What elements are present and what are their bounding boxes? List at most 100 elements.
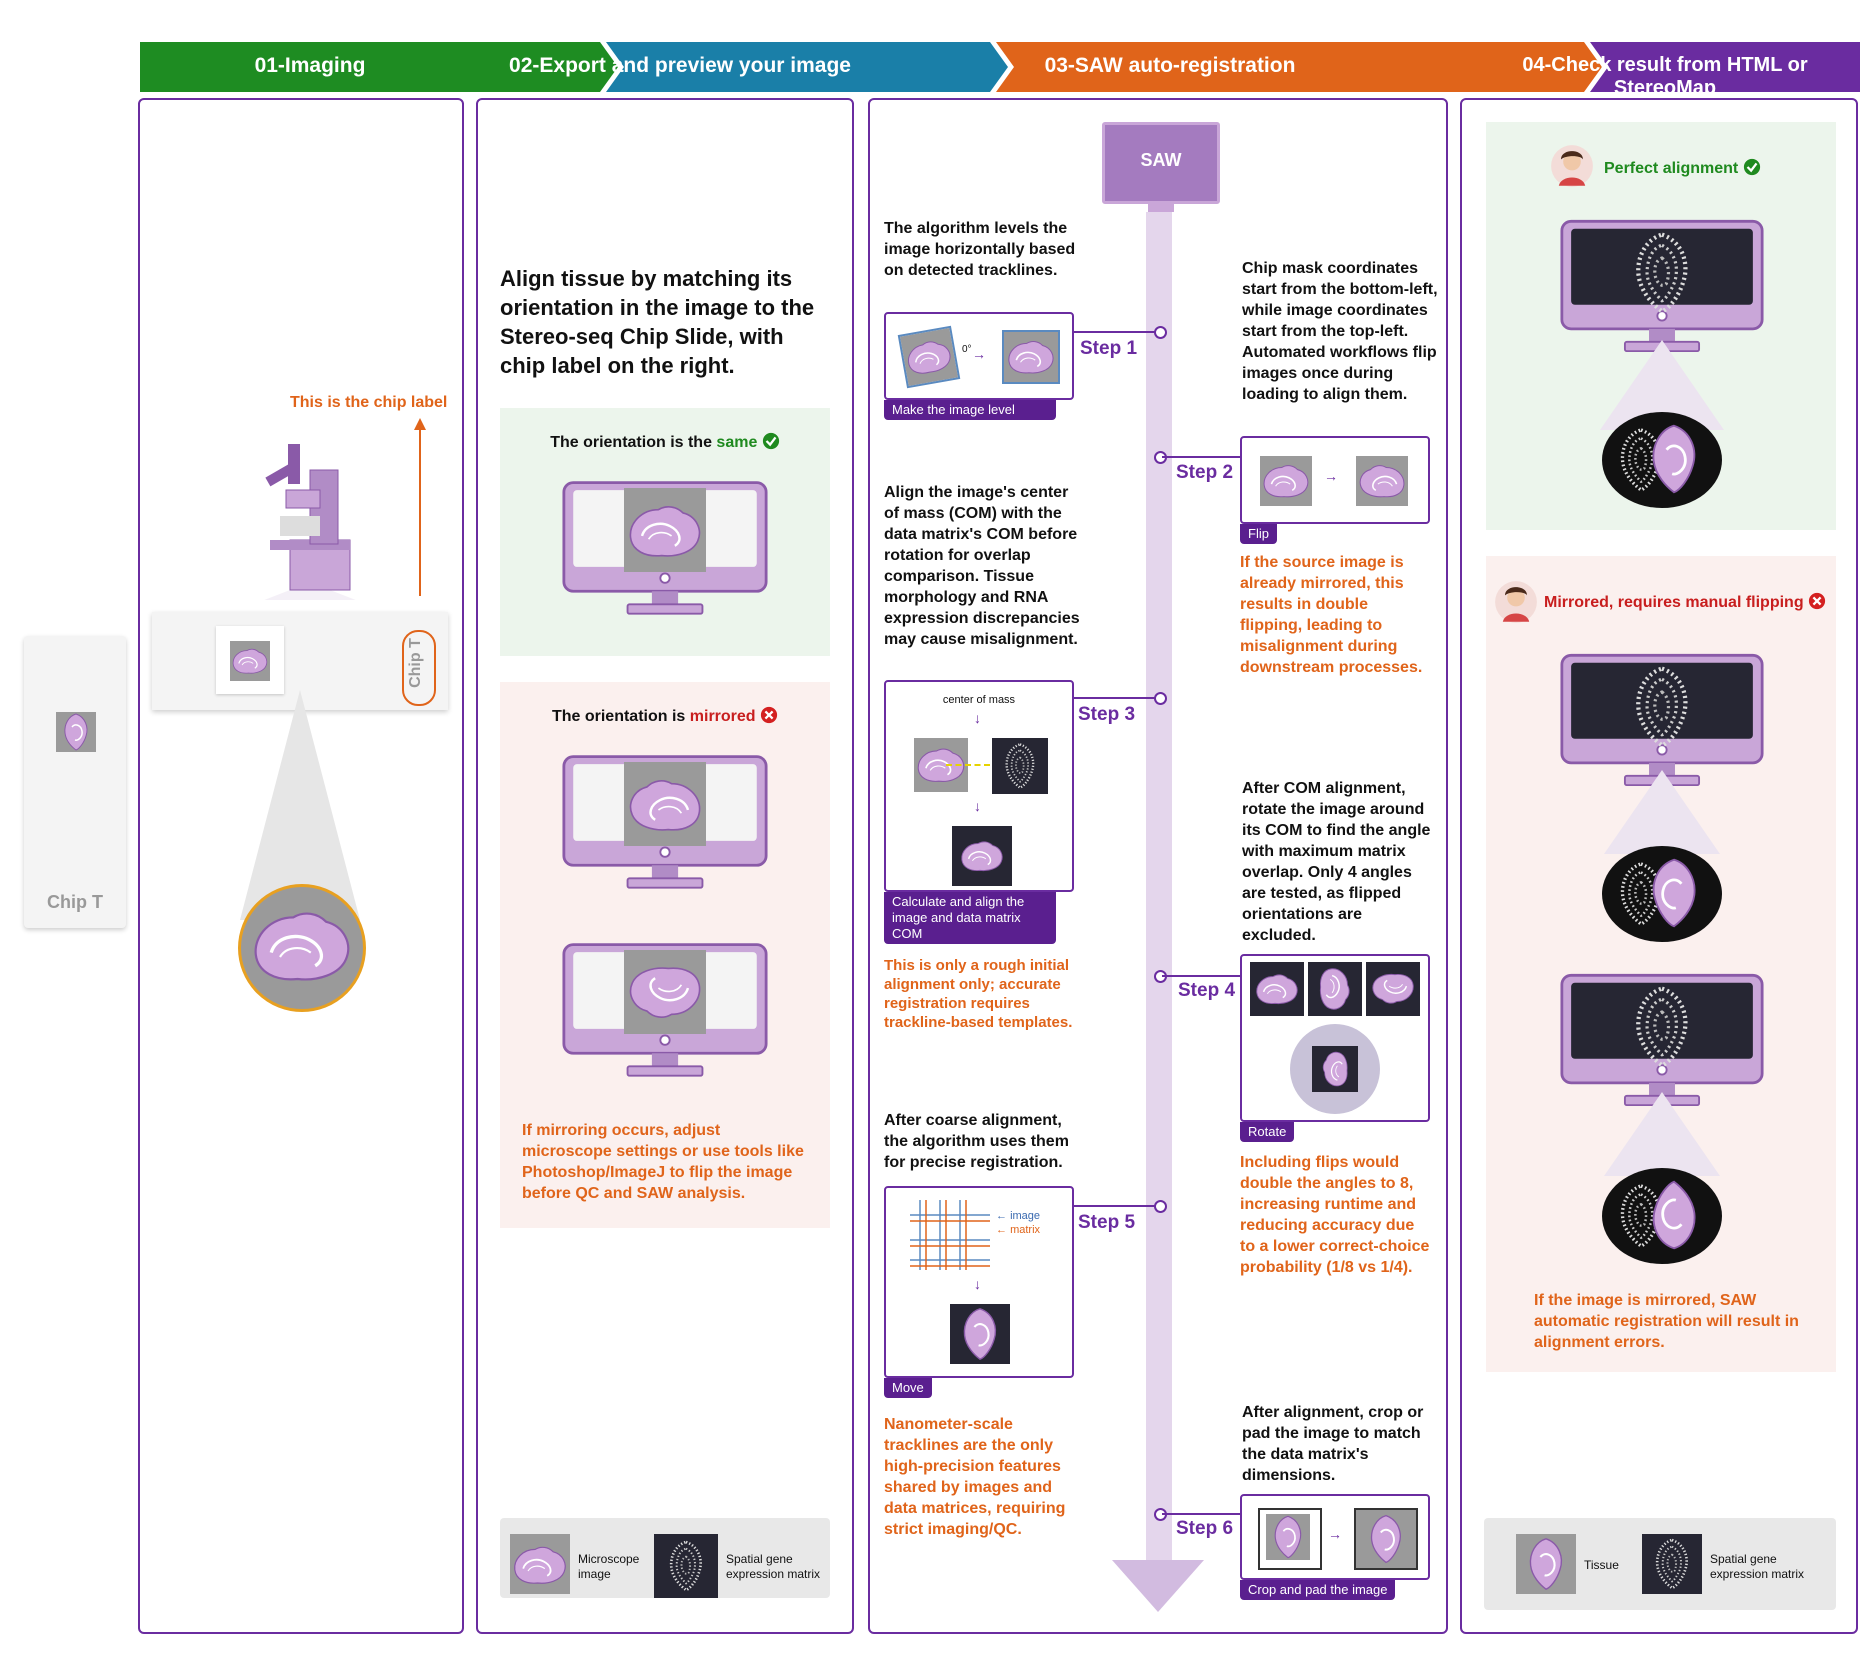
step3-matrix	[992, 738, 1048, 794]
step1-connector	[1074, 331, 1162, 333]
step-04-chevron	[1590, 42, 1860, 92]
col4-note: If the image is mirrored, SAW automatic …	[1534, 1292, 1799, 1351]
step4-connector	[1162, 975, 1242, 977]
step4-label: Step 4	[1178, 980, 1236, 1001]
step-02-chevron	[606, 42, 1008, 92]
chip-slide-tissue	[56, 712, 96, 752]
step2-connector	[1162, 456, 1242, 458]
step2-tissue-a	[1260, 456, 1312, 506]
chip-label-text: Chip T	[407, 638, 424, 688]
step6-tissue-b	[1354, 1508, 1418, 1570]
saw-label: SAW	[1140, 150, 1182, 170]
oyster-icon	[958, 832, 1006, 880]
step5-image-text: image	[1010, 1210, 1041, 1222]
step3-connector	[1074, 697, 1162, 699]
step5-grid	[910, 1200, 990, 1270]
mirror-note: If mirroring occurs, adjust microscope s…	[522, 1122, 804, 1202]
leaf-icon	[958, 1306, 1002, 1362]
step2-text: Chip mask coordinates start from the bot…	[1242, 260, 1438, 403]
perfect-screen-matrix	[1630, 230, 1694, 316]
header-banner	[140, 42, 1860, 92]
same-title: The orientation is the same	[500, 432, 830, 452]
header-step-02: 02-Export and preview your image	[509, 54, 851, 77]
step5-label: Step 5	[1078, 1212, 1136, 1233]
mirrored-result-1-beam	[1604, 770, 1720, 854]
oyster-icon	[510, 1540, 570, 1590]
step5-tag: Move	[884, 1378, 932, 1398]
step2-arrow-icon: →	[1324, 468, 1338, 484]
leaf-icon	[56, 712, 96, 752]
legend-microscope-text: Microscope image	[578, 1552, 640, 1581]
step4-angle-90	[1308, 962, 1362, 1016]
check-icon	[1743, 158, 1761, 176]
legend-matrix-text: Spatial gene expression matrix	[726, 1552, 821, 1581]
step1-tissue-a	[897, 325, 961, 389]
step-01-chevron	[140, 42, 618, 92]
saw-stand	[1148, 202, 1174, 212]
oyster-icon	[1369, 968, 1417, 1010]
oyster-icon	[624, 496, 706, 566]
step5-image-label: ← image	[996, 1210, 1041, 1222]
chip-slide-card	[24, 636, 126, 928]
oyster-icon	[1317, 1049, 1353, 1089]
leaf-icon	[1646, 1178, 1702, 1252]
step6-label: Step 6	[1176, 1518, 1234, 1539]
leaf-icon	[1366, 1513, 1406, 1565]
step3-com-label: center of mass	[942, 694, 1016, 706]
dot-matrix-icon	[1652, 1537, 1692, 1591]
step6-text: After alignment, crop or pad the image t…	[1242, 1404, 1424, 1484]
step4-tag: Rotate	[1240, 1122, 1295, 1142]
chip-label-oval	[402, 630, 436, 706]
step1-arrow-icon: →	[972, 346, 986, 362]
perfect-beam	[1600, 340, 1724, 430]
legend-microscope-swatch	[510, 1534, 570, 1594]
up-arrow-icon	[414, 418, 426, 596]
chip-label-note: This is the chip label	[290, 394, 448, 411]
oyster-icon	[901, 332, 958, 382]
mirrored-result-1-circle	[1602, 846, 1722, 942]
oyster-icon	[624, 958, 706, 1028]
mirrored-prefix: The orientation is	[551, 708, 690, 725]
step4-note: Including flips would double the angles …	[1240, 1154, 1430, 1276]
oyster-icon	[247, 901, 357, 991]
timeline-arrow	[1112, 212, 1204, 1612]
mirrored-result-text: Mirrored, requires manual flipping	[1544, 594, 1804, 611]
mirrored-word: mirrored	[689, 708, 756, 725]
step3-text: Align the image's center of mass (COM) w…	[884, 484, 1080, 648]
step5-connector	[1074, 1205, 1162, 1207]
legend-tissue-swatch	[1516, 1534, 1576, 1594]
step2-label: Step 2	[1176, 462, 1234, 483]
step5-matrix-label: ← matrix	[996, 1224, 1041, 1236]
step1-label: Step 1	[1080, 338, 1138, 359]
step-03-chevron	[996, 42, 1602, 92]
monitor-same-tissue	[624, 488, 706, 572]
leaf-icon	[1646, 422, 1702, 496]
cross-icon	[760, 706, 778, 724]
mirrored-result-2-screen	[1630, 984, 1694, 1070]
step3-note: This is only a rough initial alignment o…	[884, 957, 1073, 1031]
monitor-mirrored-2-tissue	[624, 950, 706, 1034]
step6-tissue-a	[1258, 1508, 1322, 1570]
oyster-icon	[1253, 968, 1301, 1010]
dot-matrix-icon	[666, 1538, 706, 1594]
dot-matrix-icon	[1002, 742, 1038, 790]
leaf-icon	[1524, 1536, 1568, 1592]
oyster-icon	[1260, 460, 1312, 502]
panel-check	[1460, 98, 1858, 1634]
mirrored-result-2-beam	[1604, 1092, 1720, 1176]
mirrored-result-2-circle	[1602, 1168, 1722, 1264]
step6-tag: Crop and pad the image	[1240, 1580, 1396, 1600]
step6-arrow-icon: →	[1328, 1526, 1342, 1542]
panel-registration	[868, 98, 1448, 1634]
step5-matrix-text: matrix	[1010, 1224, 1041, 1236]
step1-text: The algorithm levels the image horizonta…	[884, 220, 1076, 279]
step3-down-arrow-1: ↓	[974, 710, 981, 726]
monitor-mirrored-1-tissue	[624, 762, 706, 846]
mirrored-title: The orientation is mirrored	[500, 706, 830, 726]
oyster-icon	[624, 770, 706, 840]
step3-label: Step 3	[1078, 704, 1136, 725]
step2-note: If the source image is already mirrored,…	[1240, 554, 1423, 676]
step4-rotate-circle	[1290, 1024, 1380, 1114]
chip-image-tissue	[230, 641, 270, 681]
step4-angle-180	[1366, 962, 1420, 1016]
